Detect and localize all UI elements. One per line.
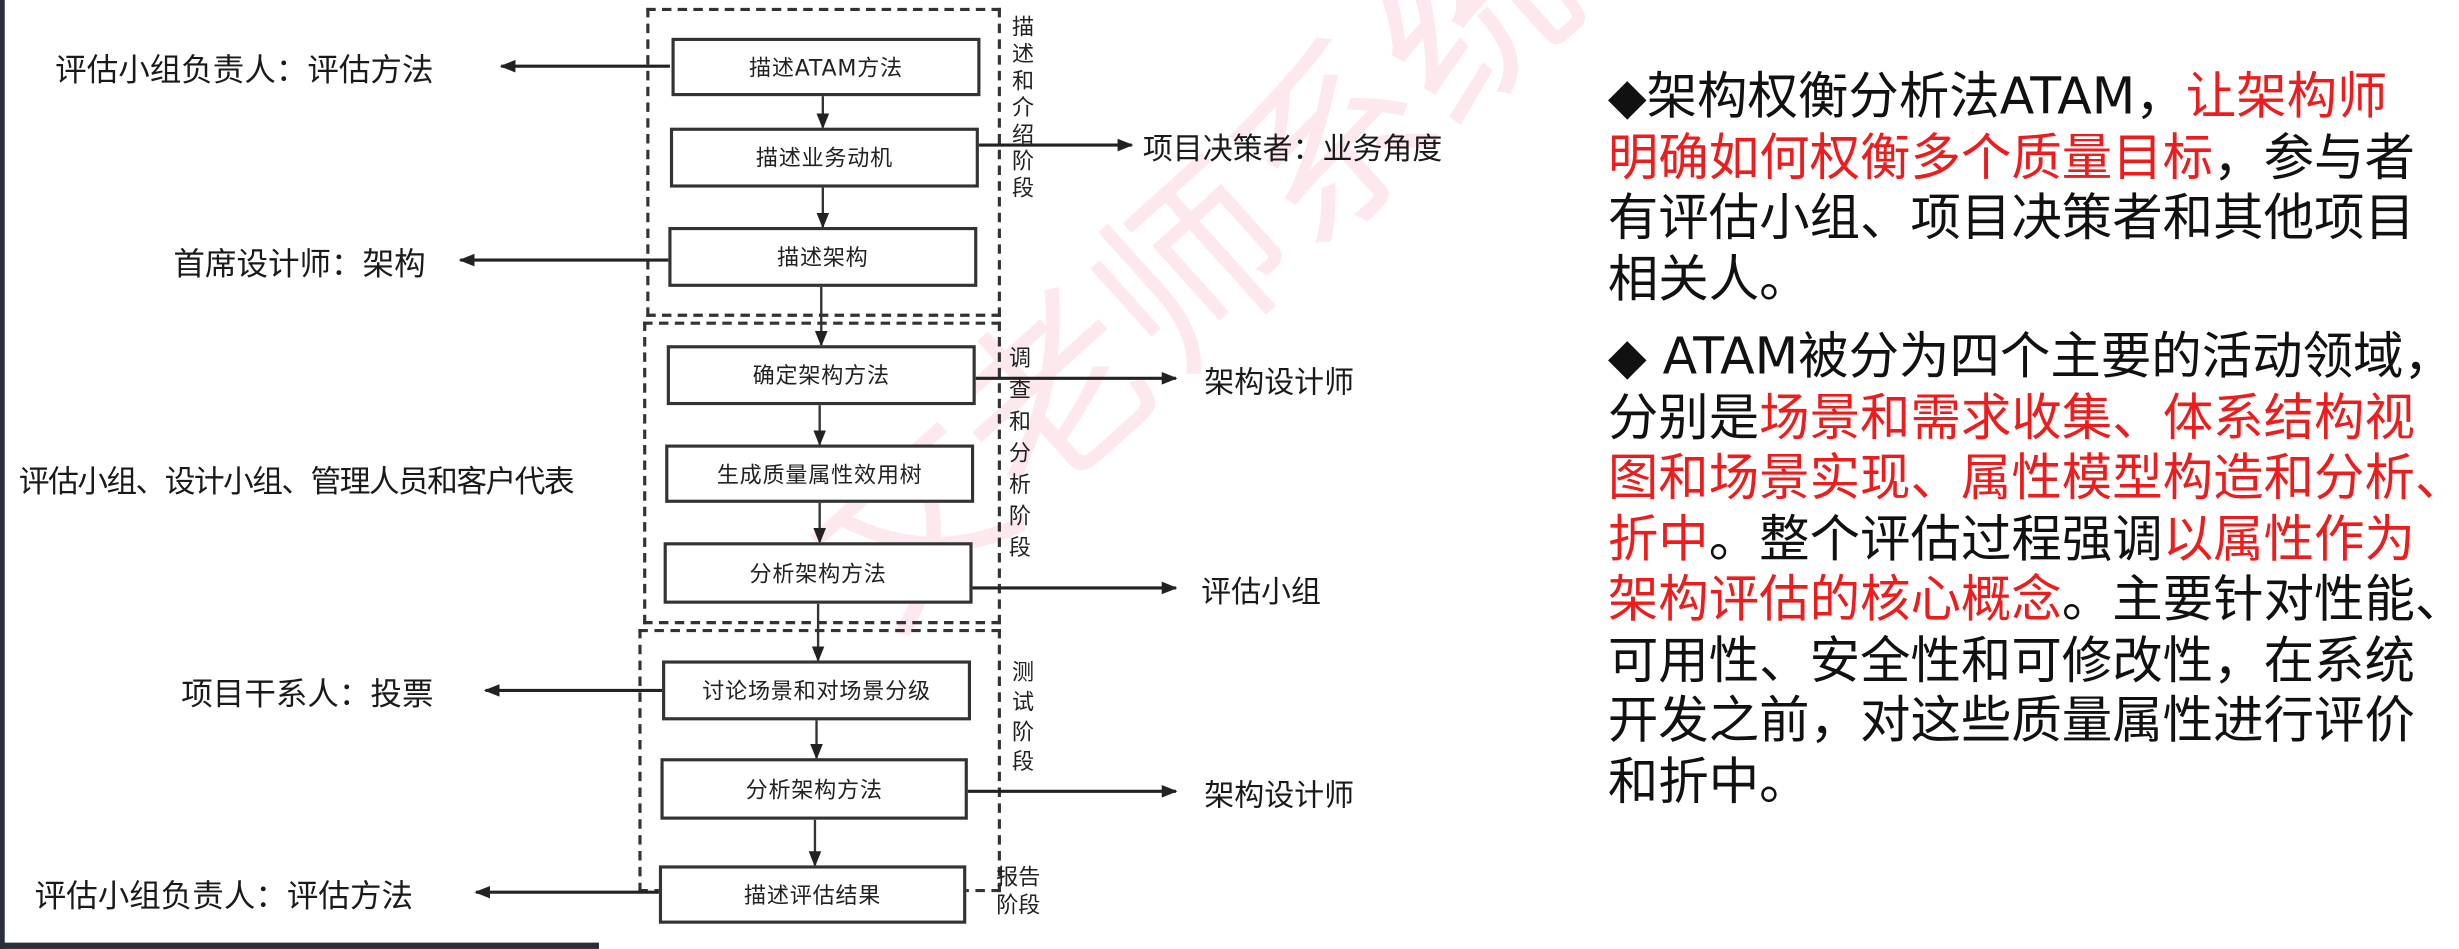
step-box: 生成质量属性效用树 [665,444,975,503]
left-label: 评估小组负责人：评估方法 [55,50,434,89]
step-box: 分析架构方法 [660,758,968,820]
body-text: 分别是 [1607,386,1760,447]
right-label: 架构设计师 [1204,365,1355,401]
body-text: ，参与者 [2213,126,2415,187]
step-label: 生成质量属性效用树 [716,462,923,488]
right-label: 评估小组 [1201,575,1321,611]
step-label: 确定架构方法 [752,364,890,390]
left-label: 项目干系人：投票 [181,674,434,713]
step-label: 描述架构 [777,245,869,272]
step-label: 分析架构方法 [749,561,887,588]
text-line: ◆架构权衡分析法ATAM，让架构师 [1608,66,2459,127]
stage-box-intro [646,7,1001,317]
right-label: 项目决策者：业务角度 [1142,132,1443,168]
step-box: 描述评估结果 [658,865,967,924]
left-label: 评估小组负责人：评估方法 [34,876,413,915]
window-bottom-border [0,942,599,949]
step-box: 描述架构 [668,226,978,287]
stage-label-report: 报告阶段 [996,865,1041,919]
body-text: 。主要针对性能、 [2061,569,2459,629]
left-label: 首席设计师：架构 [173,244,426,283]
window-left-border [0,0,5,949]
step-box: 分析架构方法 [663,542,973,604]
text-line: 图和场景实现、属性模型构造和分析、 [1608,448,2459,509]
text-line: 可用性、安全性和可修改性，在系统 [1608,630,2459,691]
step-label: 讨论场景和对场景分级 [702,679,931,705]
body-text: 有评估小组、项目决策者和其他项目 [1607,187,2415,248]
step-box: 描述业务动机 [669,127,979,188]
highlighted-text: 架构评估的核心概念 [1607,569,2062,629]
stage-label-investigation: 调查和分析阶段 [1008,346,1031,562]
highlighted-text: 场景和需求收集、体系结构视 [1759,386,2415,447]
stage-label-testing: 测试阶段 [1011,660,1035,776]
description-text: ◆架构权衡分析法ATAM，让架构师明确如何权衡多个质量目标，参与者有评估小组、项… [1608,66,2459,812]
highlighted-text: 明确如何权衡多个质量目标 [1607,126,2214,187]
paragraph-gap [1608,309,2459,326]
text-line: 分别是场景和需求收集、体系结构视 [1608,387,2459,448]
step-box: 描述ATAM方法 [671,37,981,97]
step-label: 描述业务动机 [755,146,893,172]
highlighted-text: 图和场景实现、属性模型构造和分析、 [1607,447,2459,508]
highlighted-text: 让架构师 [2185,66,2388,127]
text-line: 架构评估的核心概念。主要针对性能、 [1608,569,2459,630]
highlighted-text: 以属性作为 [2162,508,2415,569]
left-label: 评估小组、设计小组、管理人员和客户代表 [18,463,575,500]
text-line: ◆ ATAM被分为四个主要的活动领域， [1608,326,2459,387]
body-text: ◆架构权衡分析法ATAM， [1607,66,2186,127]
text-line: 折中。整个评估过程强调以属性作为 [1608,508,2459,569]
body-text: 相关人。 [1607,248,1810,309]
body-text: 和折中。 [1607,751,1810,812]
step-label: 描述评估结果 [744,883,882,909]
stage-label-intro: 描述和介绍阶段 [1011,15,1035,202]
body-text: 可用性、安全性和可修改性，在系统 [1607,629,2415,690]
text-line: 相关人。 [1608,248,2459,309]
text-line: 和折中。 [1608,751,2459,812]
highlighted-text: 折中 [1607,508,1709,569]
text-line: 开发之前，对这些质量属性进行评价 [1608,690,2459,751]
text-line: 明确如何权衡多个质量目标，参与者 [1608,127,2459,188]
step-box: 讨论场景和对场景分级 [662,660,972,721]
body-text: 。整个评估过程强调 [1708,508,2163,569]
body-text: ◆ ATAM被分为四个主要的活动领域， [1607,326,2454,387]
body-text: 开发之前，对这些质量属性进行评价 [1607,690,2415,751]
step-label: 分析架构方法 [745,777,883,804]
step-box: 确定架构方法 [666,345,976,406]
right-label: 架构设计师 [1204,778,1355,814]
step-label: 描述ATAM方法 [749,55,903,82]
text-line: 有评估小组、项目决策者和其他项目 [1608,188,2459,249]
